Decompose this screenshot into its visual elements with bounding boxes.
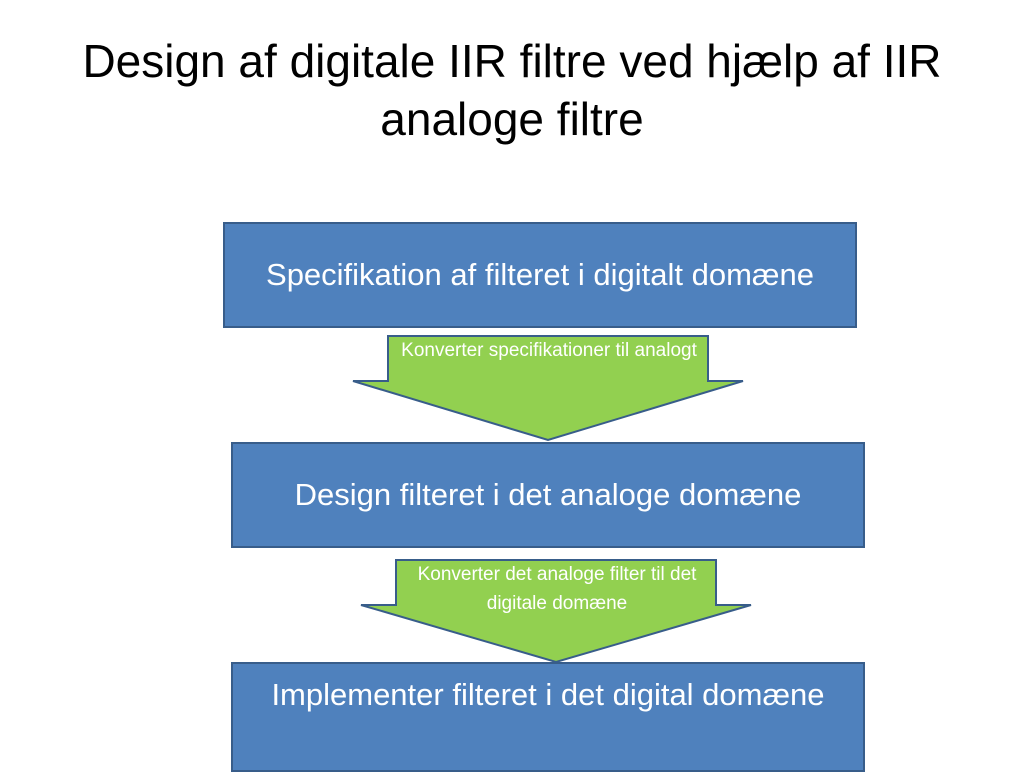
step-label: Design filteret i det analoge domæne	[294, 477, 802, 512]
transition-label: Konverter specifikationer til analogt	[401, 340, 697, 361]
slide-title: Design af digitale IIR filtre ved hjælp …	[82, 35, 942, 145]
step-analog-design: Design filteret i det analoge domæne	[231, 442, 865, 548]
step-digital-specification: Specifikation af filteret i digitalt dom…	[223, 222, 857, 328]
step-label: Specifikation af filteret i digitalt dom…	[266, 257, 814, 292]
step-digital-implementation: Implementer filteret i det digital domæn…	[231, 662, 865, 772]
transition-label: Konverter det analoge filter til det dig…	[417, 564, 697, 614]
step-label: Implementer filteret i det digital domæn…	[271, 677, 825, 712]
